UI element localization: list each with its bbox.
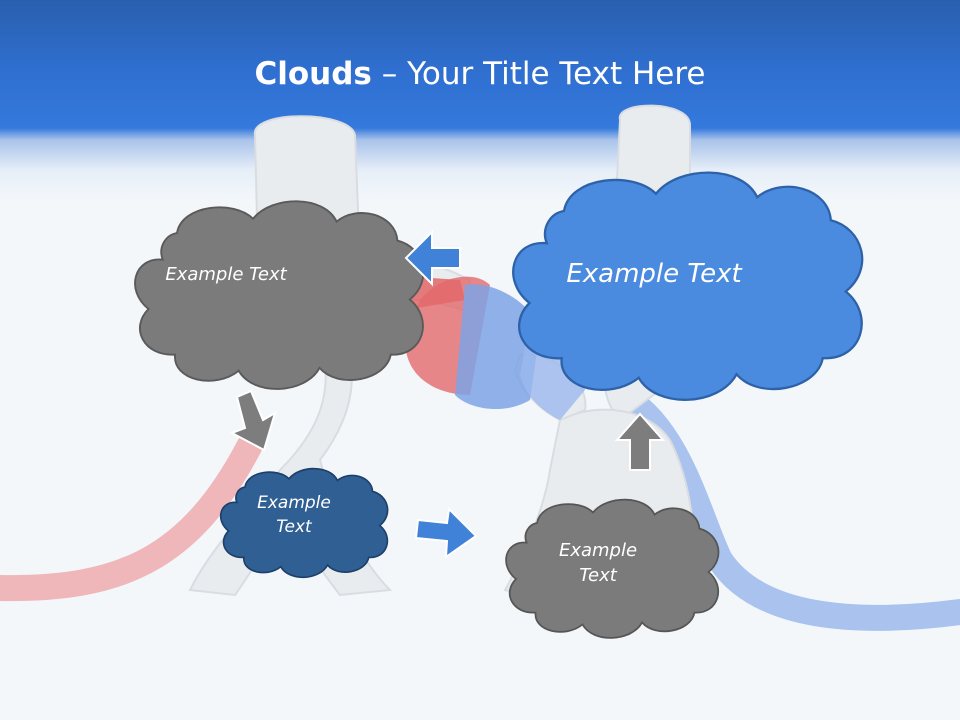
cloud-top-right-shape — [512, 171, 864, 401]
cloud-bottom-right-text: Example Text — [558, 540, 638, 587]
arrow-left-icon — [404, 229, 461, 287]
title-rest: Your Title Text Here — [407, 56, 706, 92]
arrow-up-icon — [614, 412, 666, 471]
cloud-bottom-left-shape — [219, 467, 389, 579]
cloud-bottom-right-shape — [505, 498, 720, 639]
arrow-down-icon — [229, 389, 277, 452]
cloud-top-left-shape — [134, 200, 425, 390]
cloud-bottom-left-text: Example Text — [257, 493, 331, 537]
title-dash: – — [371, 56, 408, 92]
page-title: Clouds – Your Title Text Here — [0, 52, 960, 96]
cloud-top-right-text: Example Text — [566, 259, 742, 289]
arrow-right-icon — [414, 506, 478, 560]
title-bold: Clouds — [254, 56, 372, 92]
cloud-top-left-text: Example Text — [165, 264, 287, 285]
title-band — [0, 0, 960, 200]
